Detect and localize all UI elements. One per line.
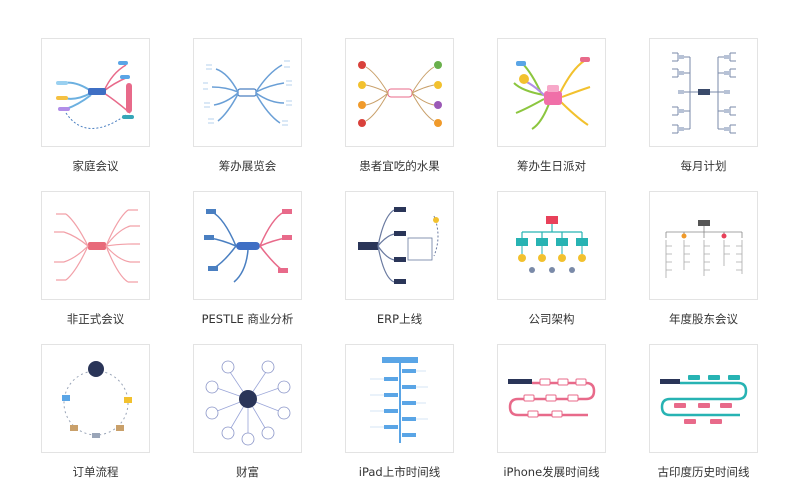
template-card-company-structure[interactable]: 公司架构 xyxy=(497,191,606,341)
template-card-erp[interactable]: ERP上线 xyxy=(345,191,454,341)
template-card-monthly-plan[interactable]: 每月计划 xyxy=(649,38,758,188)
template-card-family-meeting[interactable]: 家庭会议 xyxy=(41,38,150,188)
template-title[interactable]: 财富 xyxy=(236,465,259,479)
template-card-exhibition[interactable]: 筹办展览会 xyxy=(193,38,302,188)
template-title[interactable]: ERP上线 xyxy=(376,312,423,326)
template-card-informal-meeting[interactable]: 非正式会议 xyxy=(41,191,150,341)
template-title[interactable]: 筹办生日派对 xyxy=(517,159,586,173)
template-card-fruits[interactable]: 患者宜吃的水果 xyxy=(345,38,454,188)
template-title[interactable]: iPhone发展时间线 xyxy=(503,465,600,479)
template-title[interactable]: 家庭会议 xyxy=(72,159,119,173)
template-thumbnail[interactable] xyxy=(649,191,758,300)
template-card-order-process[interactable]: 订单流程 xyxy=(41,344,150,494)
template-card-birthday-party[interactable]: 筹办生日派对 xyxy=(497,38,606,188)
template-thumbnail[interactable] xyxy=(41,344,150,453)
bubble-map-preview-icon xyxy=(205,360,290,445)
template-title[interactable]: iPad上市时间线 xyxy=(358,465,441,479)
logic-chart-preview-icon xyxy=(357,206,439,284)
org-chart-preview-icon xyxy=(665,219,742,278)
timeline-preview-icon xyxy=(507,378,595,417)
template-title[interactable]: 筹办展览会 xyxy=(218,159,277,173)
template-title[interactable]: 订单流程 xyxy=(72,465,119,479)
tree-preview-icon xyxy=(671,52,736,133)
template-card-iphone-timeline[interactable]: iPhone发展时间线 xyxy=(497,344,606,494)
mindmap-preview-icon xyxy=(512,56,590,130)
template-thumbnail[interactable] xyxy=(649,38,758,147)
template-thumbnail[interactable] xyxy=(41,38,150,147)
template-title[interactable]: 每月计划 xyxy=(680,159,727,173)
timeline-preview-icon xyxy=(369,356,428,443)
template-card-wealth[interactable]: 财富 xyxy=(193,344,302,494)
mindmap-preview-icon xyxy=(53,208,140,283)
org-chart-preview-icon xyxy=(515,215,588,273)
template-title[interactable]: 公司架构 xyxy=(528,312,575,326)
template-thumbnail[interactable] xyxy=(497,344,606,453)
template-thumbnail[interactable] xyxy=(41,191,150,300)
mindmap-preview-icon xyxy=(357,60,442,127)
template-thumbnail[interactable] xyxy=(193,191,302,300)
template-title[interactable]: 患者宜吃的水果 xyxy=(359,159,440,173)
template-thumbnail[interactable] xyxy=(193,38,302,147)
template-thumbnail[interactable] xyxy=(497,191,606,300)
template-title[interactable]: 古印度历史时间线 xyxy=(657,465,750,479)
cycle-diagram-preview-icon xyxy=(61,360,132,438)
template-thumbnail[interactable] xyxy=(497,38,606,147)
template-title[interactable]: 年度股东会议 xyxy=(669,312,738,326)
template-title[interactable]: 非正式会议 xyxy=(66,312,125,326)
template-thumbnail[interactable] xyxy=(345,38,454,147)
template-thumbnail[interactable] xyxy=(345,191,454,300)
template-card-pestle[interactable]: PESTLE 商业分析 xyxy=(193,191,302,341)
template-title[interactable]: PESTLE 商业分析 xyxy=(201,312,294,326)
mindmap-preview-icon xyxy=(202,60,292,125)
template-thumbnail[interactable] xyxy=(345,344,454,453)
template-card-shareholders[interactable]: 年度股东会议 xyxy=(649,191,758,341)
template-gallery: 家庭会议 筹办展览会 xyxy=(41,38,758,494)
mindmap-preview-icon xyxy=(55,60,134,129)
timeline-preview-icon xyxy=(659,374,747,424)
template-thumbnail[interactable] xyxy=(649,344,758,453)
template-card-india-timeline[interactable]: 古印度历史时间线 xyxy=(649,344,758,494)
template-card-ipad-timeline[interactable]: iPad上市时间线 xyxy=(345,344,454,494)
mindmap-preview-icon xyxy=(203,208,292,283)
template-thumbnail[interactable] xyxy=(193,344,302,453)
